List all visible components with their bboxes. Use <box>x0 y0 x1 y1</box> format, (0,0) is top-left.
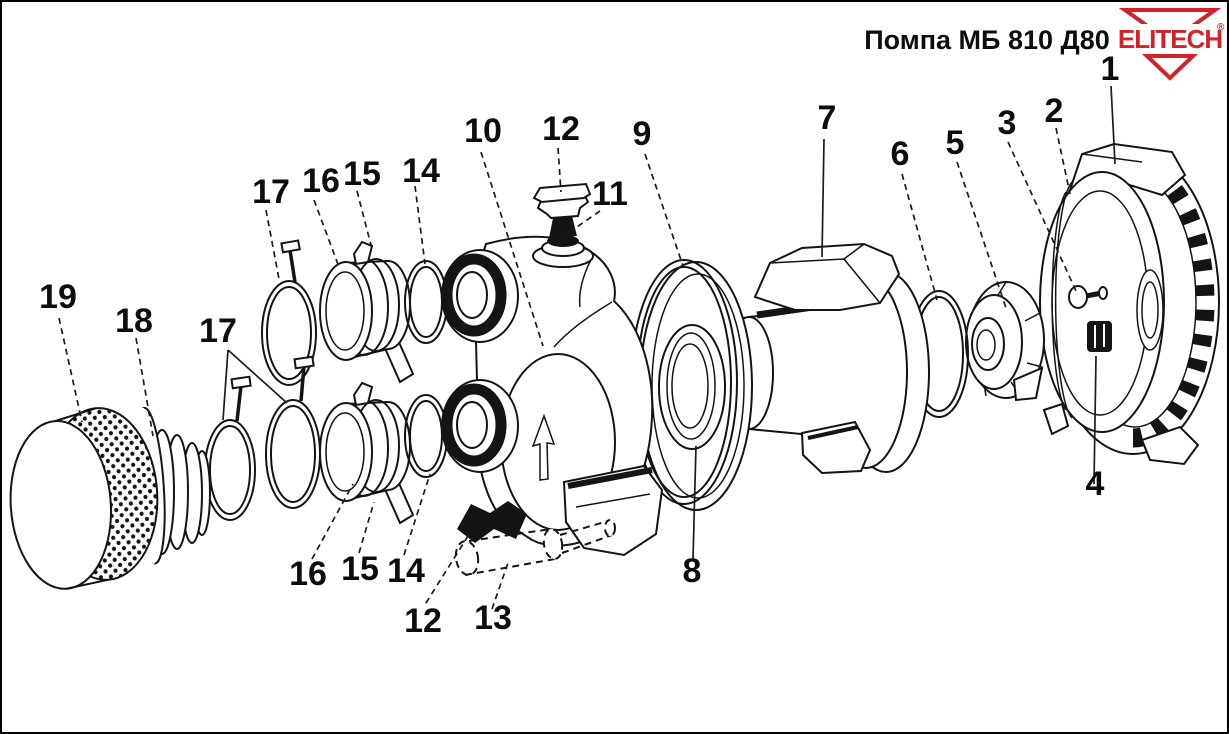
cover-seal-band <box>1054 181 1073 419</box>
leader-17-top <box>265 209 280 280</box>
leader-2 <box>1055 127 1071 195</box>
callout-16-top: 16 <box>302 162 340 200</box>
leader-15-bottom <box>358 501 375 554</box>
callout-18: 18 <box>115 302 153 340</box>
part-fitting-top <box>319 240 415 384</box>
callout-1: 1 <box>1101 50 1120 88</box>
leader-17-left-b <box>227 349 288 404</box>
callout-7: 7 <box>818 99 837 137</box>
logo-bottom-triangle-icon <box>1142 54 1198 81</box>
leader-12-top <box>557 147 562 193</box>
part-handle <box>454 519 616 576</box>
callout-13: 13 <box>474 599 512 637</box>
leader-5 <box>956 161 1007 309</box>
leader-8 <box>692 445 697 560</box>
callout-9: 9 <box>633 115 652 153</box>
part-plug <box>1087 321 1112 352</box>
leader-7 <box>821 138 825 258</box>
cover-front-face <box>1039 171 1165 433</box>
housing-port-upper <box>441 249 519 343</box>
part-filler-plug <box>532 182 592 238</box>
housing-port-lower <box>441 379 519 473</box>
part-impeller <box>965 281 1045 402</box>
leader-14-top <box>414 185 426 265</box>
callout-17-left: 17 <box>199 312 237 350</box>
leader-1 <box>1110 85 1116 165</box>
part-clamp-top <box>261 239 317 386</box>
callout-6: 6 <box>891 135 910 173</box>
leader-12-bottom <box>425 535 469 604</box>
part-clamp-left <box>204 375 256 521</box>
bracket-saddle <box>753 242 901 311</box>
part-motor-cover <box>1039 142 1220 466</box>
callout-16-bottom: 16 <box>289 555 327 593</box>
part-clamp-right <box>265 355 321 509</box>
callout-5: 5 <box>946 124 965 162</box>
callout-11: 11 <box>592 175 628 213</box>
leader-lines <box>58 85 1116 610</box>
flow-arrow <box>531 413 556 481</box>
part-oring-14-top <box>404 260 448 344</box>
callout-14-top: 14 <box>402 152 440 190</box>
cover-hub <box>1136 269 1164 351</box>
part-fitting-bottom <box>319 381 415 525</box>
leader-19 <box>58 317 83 423</box>
leader-16-top <box>313 199 340 268</box>
leader-13 <box>491 559 510 610</box>
page-title: Помпа МБ 810 Д80 <box>864 25 1110 55</box>
leader-6 <box>901 173 938 301</box>
callout-12-top: 12 <box>542 110 580 148</box>
part-drain-plug <box>457 501 527 543</box>
brand-logo: ELITECH ® <box>1115 8 1225 81</box>
callout-3: 3 <box>998 104 1017 142</box>
registered-mark: ® <box>1217 22 1225 33</box>
callout-8: 8 <box>683 552 702 590</box>
callout-2: 2 <box>1045 92 1064 130</box>
part-filler-boss <box>532 235 594 268</box>
leader-10 <box>480 151 544 347</box>
callout-10: 10 <box>464 112 502 150</box>
callout-4: 4 <box>1086 465 1105 503</box>
callout-15-top: 15 <box>343 155 381 193</box>
callout-19: 19 <box>39 278 77 316</box>
leader-4 <box>1093 355 1097 485</box>
brand-name: ELITECH <box>1118 24 1222 54</box>
leader-14-bottom <box>403 473 431 556</box>
cover-side-lug <box>1042 402 1070 436</box>
leader-17-left-a <box>222 349 229 421</box>
leader-16-bottom <box>311 483 354 560</box>
callout-17-top: 17 <box>252 173 290 211</box>
part-bolt <box>1068 285 1108 309</box>
part-bracket <box>724 242 930 475</box>
callouts: 19 18 17 17 16 15 14 10 12 11 9 7 6 5 3 … <box>39 50 1119 640</box>
cover-bottom-lug <box>1140 425 1200 466</box>
part-pump-housing <box>441 182 664 557</box>
leader-11 <box>557 210 601 241</box>
leader-9 <box>644 153 684 267</box>
impeller-notch <box>1012 366 1044 402</box>
leader-15-top <box>356 190 373 250</box>
callout-15-bottom: 15 <box>341 550 379 588</box>
part-oring-14-bottom <box>404 394 448 478</box>
part-strainer <box>9 406 166 590</box>
callout-12-bottom: 12 <box>404 602 442 640</box>
callout-14-bottom: 14 <box>387 552 425 590</box>
